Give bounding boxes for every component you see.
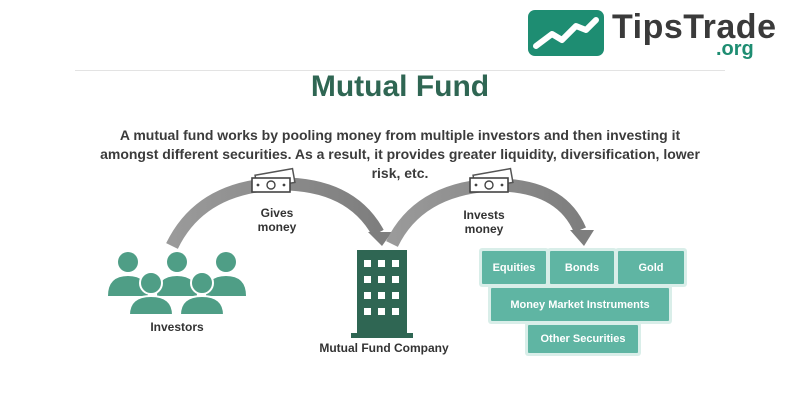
trend-chart-icon [528, 10, 604, 56]
banknote-icon [251, 167, 296, 193]
investors-group-icon [108, 252, 246, 316]
brand-suffix: .org [716, 38, 754, 60]
building-icon [351, 250, 413, 338]
description-text: A mutual fund works by pooling money fro… [100, 127, 700, 181]
investors-label: Investors [150, 320, 204, 334]
money-label: money [465, 222, 504, 236]
asset-equities: Equities [482, 251, 546, 284]
company-label: Mutual Fund Company [319, 341, 449, 355]
money-label: money [258, 220, 297, 234]
header-divider [75, 70, 725, 71]
tipstrade-logo[interactable]: TipsTrade .org [528, 8, 788, 62]
gives-label: Gives [261, 206, 294, 220]
asset-money-market: Money Market Instruments [491, 288, 669, 321]
asset-other-securities: Other Securities [528, 325, 638, 353]
page-title: Mutual Fund [310, 70, 490, 103]
invests-label: Invests [463, 208, 505, 222]
banknote-icon [469, 167, 514, 193]
brand-name: TipsTrade [612, 8, 777, 46]
asset-gold: Gold [618, 251, 684, 284]
asset-bonds: Bonds [550, 251, 614, 284]
